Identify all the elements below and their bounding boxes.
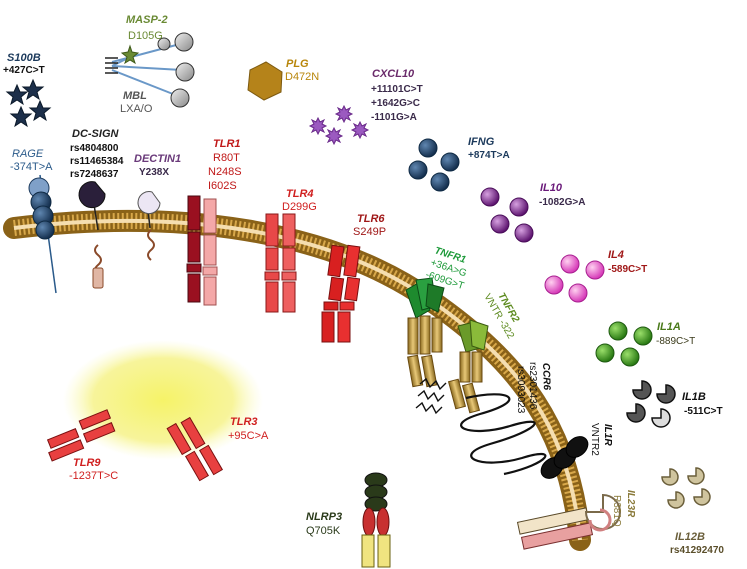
dc-sign-variant-3: rs7248637 (70, 169, 119, 180)
il23r-variant-label: R381Q (611, 495, 622, 527)
il10-ligand (480, 187, 534, 243)
rage-receptor (28, 174, 57, 294)
mbl-variant-label: LXA/O (120, 103, 153, 115)
tlr4-variant-label: D299G (282, 201, 317, 213)
tlr1-variant-1: R80T (213, 152, 240, 164)
tlr1-receptor (186, 195, 218, 306)
endosome-glow (63, 340, 263, 460)
il10-gene-label: IL10 (540, 182, 563, 194)
dc-sign-receptor (78, 181, 106, 289)
ccr6-gene-label: CCR6 (540, 363, 552, 391)
il10-variant-label: -1082G>A (539, 197, 585, 208)
tnfr2-receptor (447, 319, 489, 414)
il12b-ligand (661, 467, 711, 509)
mbl-gene-label: MBL (123, 90, 147, 102)
tlr1-variant-3: I602S (208, 180, 237, 192)
dectin1-receptor (137, 191, 161, 261)
nlrp3-gene-label: NLRP3 (306, 511, 342, 523)
cxcl10-gene-label: CXCL10 (372, 68, 415, 80)
il1a-variant-label: -889C>T (656, 336, 695, 347)
masp2-star (120, 44, 140, 65)
dectin1-gene-label: DECTIN1 (134, 153, 181, 165)
il23r-receptor (516, 493, 621, 550)
il4-ligand (544, 254, 605, 303)
il23r-gene-label: IL23R (625, 490, 636, 518)
tlr9-receptor (46, 409, 116, 462)
ccr6-variant-2: rs3093023 (515, 366, 526, 414)
tlr9-variant-label: -1237T>C (69, 470, 118, 482)
ccr6-variant-1: rs2301436 (527, 362, 538, 410)
dectin1-variant-label: Y238X (139, 167, 169, 178)
il1r-gene-label: IL1R (602, 424, 613, 446)
il4-variant-label: -589C>T (608, 264, 647, 275)
cxcl10-variant-1: +11101C>T (371, 84, 423, 95)
ifng-ligand (408, 138, 460, 192)
cxcl10-variant-3: -1101G>A (371, 112, 417, 123)
cxcl10-ligand (308, 104, 370, 146)
il12b-gene-label: IL12B (675, 531, 705, 543)
nlrp3-variant-label: Q705K (306, 525, 341, 537)
rage-variant-label: -374T>A (10, 161, 53, 173)
tlr3-variant-label: +95C>A (228, 430, 269, 442)
il1r-receptor (540, 436, 589, 479)
il1a-gene-label: IL1A (657, 321, 681, 333)
plg-hexagon (247, 61, 283, 101)
dc-sign-gene-label: DC-SIGN (72, 128, 120, 140)
mbl-masp2-complex (105, 32, 195, 108)
nlrp3-receptor (361, 472, 391, 568)
s100b-gene-label: S100B (7, 52, 41, 64)
masp2-variant-label: D105G (128, 30, 163, 42)
dc-sign-variant-1: rs4804800 (70, 143, 119, 154)
masp2-gene-label: MASP-2 (126, 14, 168, 26)
il1r-variant-label: VNTR2 (589, 423, 600, 456)
cxcl10-variant-2: +1642G>C (371, 98, 420, 109)
tlr6-gene-label: TLR6 (357, 213, 385, 225)
tlr6-receptor (321, 244, 361, 343)
tlr4-receptor (264, 213, 297, 313)
il4-gene-label: IL4 (608, 249, 624, 261)
il1a-ligand (595, 321, 653, 367)
rage-gene-label: RAGE (12, 148, 44, 160)
il1b-variant-label: -511C>T (684, 406, 723, 417)
ifng-variant-label: +874T>A (468, 150, 510, 161)
tlr1-variant-2: N248S (208, 166, 242, 178)
tlr1-gene-label: TLR1 (213, 138, 241, 150)
tlr4-gene-label: TLR4 (286, 188, 314, 200)
il1b-gene-label: IL1B (682, 391, 706, 403)
ccr6-receptor (460, 393, 547, 476)
tlr3-gene-label: TLR3 (230, 416, 258, 428)
tlr3-receptor (166, 416, 224, 482)
s100b-ligand (5, 78, 52, 128)
tnfr1-receptor (405, 277, 445, 388)
tlr9-gene-label: TLR9 (73, 457, 101, 469)
plg-variant-label: D472N (285, 71, 319, 83)
il12b-variant-label: rs41292470 (670, 545, 724, 556)
tlr6-variant-label: S249P (353, 226, 386, 238)
tnfr-intracellular-tails (415, 377, 447, 415)
ifng-gene-label: IFNG (468, 136, 495, 148)
dc-sign-variant-2: rs11465384 (70, 156, 124, 167)
il1b-ligand (626, 380, 676, 428)
plg-gene-label: PLG (286, 58, 309, 70)
s100b-variant-label: +427C>T (3, 65, 45, 76)
